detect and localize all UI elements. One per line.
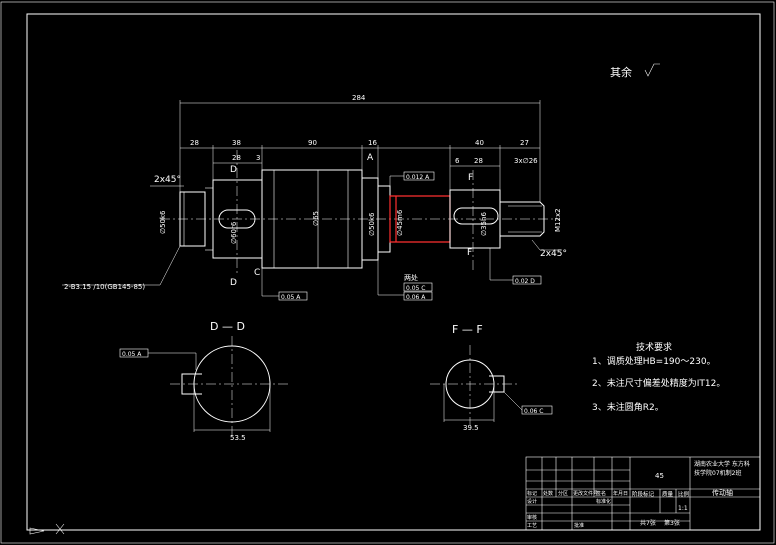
tb-rev-5: 年月日	[613, 490, 628, 497]
tb-craft: 工艺	[527, 523, 537, 529]
dim-6: 6	[455, 157, 460, 165]
dim-28b: 28	[232, 154, 241, 162]
tb-design: 设计	[527, 498, 537, 505]
tb-approve: 批准	[574, 522, 584, 529]
tol-b: 0.012 A	[406, 174, 430, 181]
tb-std: 标准化	[596, 498, 611, 505]
section-ff-title: F — F	[452, 323, 483, 336]
dim-40: 40	[475, 139, 484, 147]
chamfer-left: 2x45°	[154, 175, 181, 185]
tb-rev-4: 签名	[596, 490, 606, 497]
center-hole-note: 2-B3.15 /10(GB145-85)	[64, 283, 145, 291]
title-block	[525, 456, 761, 531]
tech-item-3: 3、未注圆角R2。	[592, 401, 664, 413]
chamfer-right: 2x45°	[540, 249, 567, 259]
datum-c: C	[254, 268, 260, 278]
ff-depth: 39.5	[463, 424, 479, 432]
tol-c: 0.05 C	[406, 285, 425, 292]
tb-rev-2: 分区	[558, 490, 568, 497]
tb-school-2: 技学院07机制2班	[694, 469, 741, 477]
tb-weight-header: 质量	[662, 490, 674, 498]
tb-material: 45	[655, 472, 664, 480]
note-both: 两处	[404, 273, 418, 282]
dim-3x26: 3x∅26	[514, 157, 538, 165]
dim-3: 3	[256, 154, 260, 162]
tolerance-leaders	[261, 175, 513, 297]
tolerance-frames	[119, 171, 553, 415]
section-mark-d: D	[230, 278, 237, 288]
phi-bearing: ∅50k6	[368, 212, 376, 236]
tech-heading: 技术要求	[636, 341, 672, 353]
tb-school-1: 湖南农业大学 东方科	[694, 460, 750, 468]
thread-label: M12x2	[554, 208, 562, 232]
ucs-axis-icon	[29, 523, 65, 535]
tech-item-1: 1、调质处理HB=190～230。	[592, 355, 716, 367]
tol-a: 0.05 A	[281, 294, 301, 301]
inner-frame	[26, 13, 761, 531]
dim-90: 90	[308, 139, 317, 147]
tol-d: 0.06 A	[406, 294, 426, 301]
phi-end: ∅35h6	[480, 212, 488, 236]
tb-rev-3: 更改文件号	[573, 490, 598, 497]
tol-e: 0.02 D	[515, 278, 535, 285]
surface-note: 其余	[610, 65, 632, 79]
phi-r: ∅45m6	[396, 209, 404, 236]
dimension-lines	[62, 100, 562, 286]
phi-mid: ∅65	[312, 211, 320, 226]
tb-rev-1: 处数	[543, 490, 553, 497]
tech-item-2: 2、未注尺寸偏差处精度为IT12。	[592, 377, 725, 389]
tb-part-name: 传动轴	[712, 488, 733, 497]
section-mark-d-top: D	[230, 165, 237, 175]
phi-key: ∅60r6	[230, 221, 238, 244]
dim-28: 28	[190, 139, 199, 147]
dim-38: 38	[232, 139, 241, 147]
dim-overall: 284	[352, 94, 366, 102]
datum-a: A	[367, 153, 374, 163]
section-dd	[148, 336, 290, 440]
dim-27: 27	[520, 139, 529, 147]
roughness-symbol-icon	[644, 63, 660, 77]
phi-left: ∅50k6	[159, 210, 167, 234]
section-mark-f: F	[467, 248, 472, 258]
section-dd-title: D — D	[210, 320, 245, 333]
tb-review: 审核	[527, 514, 537, 521]
tb-stage-header: 阶段标记	[632, 490, 655, 498]
dim-16: 16	[368, 139, 377, 147]
tol-g: 0.06 C	[524, 408, 543, 415]
section-ff	[430, 345, 523, 425]
section-mark-f-top: F	[468, 173, 473, 183]
tb-scale-header: 比例	[678, 490, 690, 498]
dim-28c: 28	[474, 157, 483, 165]
tb-sheet-num: 第3张	[664, 519, 680, 527]
tol-f: 0.05 A	[122, 351, 142, 358]
tb-scale-value: 1:1	[678, 505, 688, 512]
tb-rev-0: 标记	[527, 490, 537, 497]
dd-depth: 53.5	[230, 434, 246, 442]
tb-sheet-total: 共7张	[640, 519, 656, 527]
